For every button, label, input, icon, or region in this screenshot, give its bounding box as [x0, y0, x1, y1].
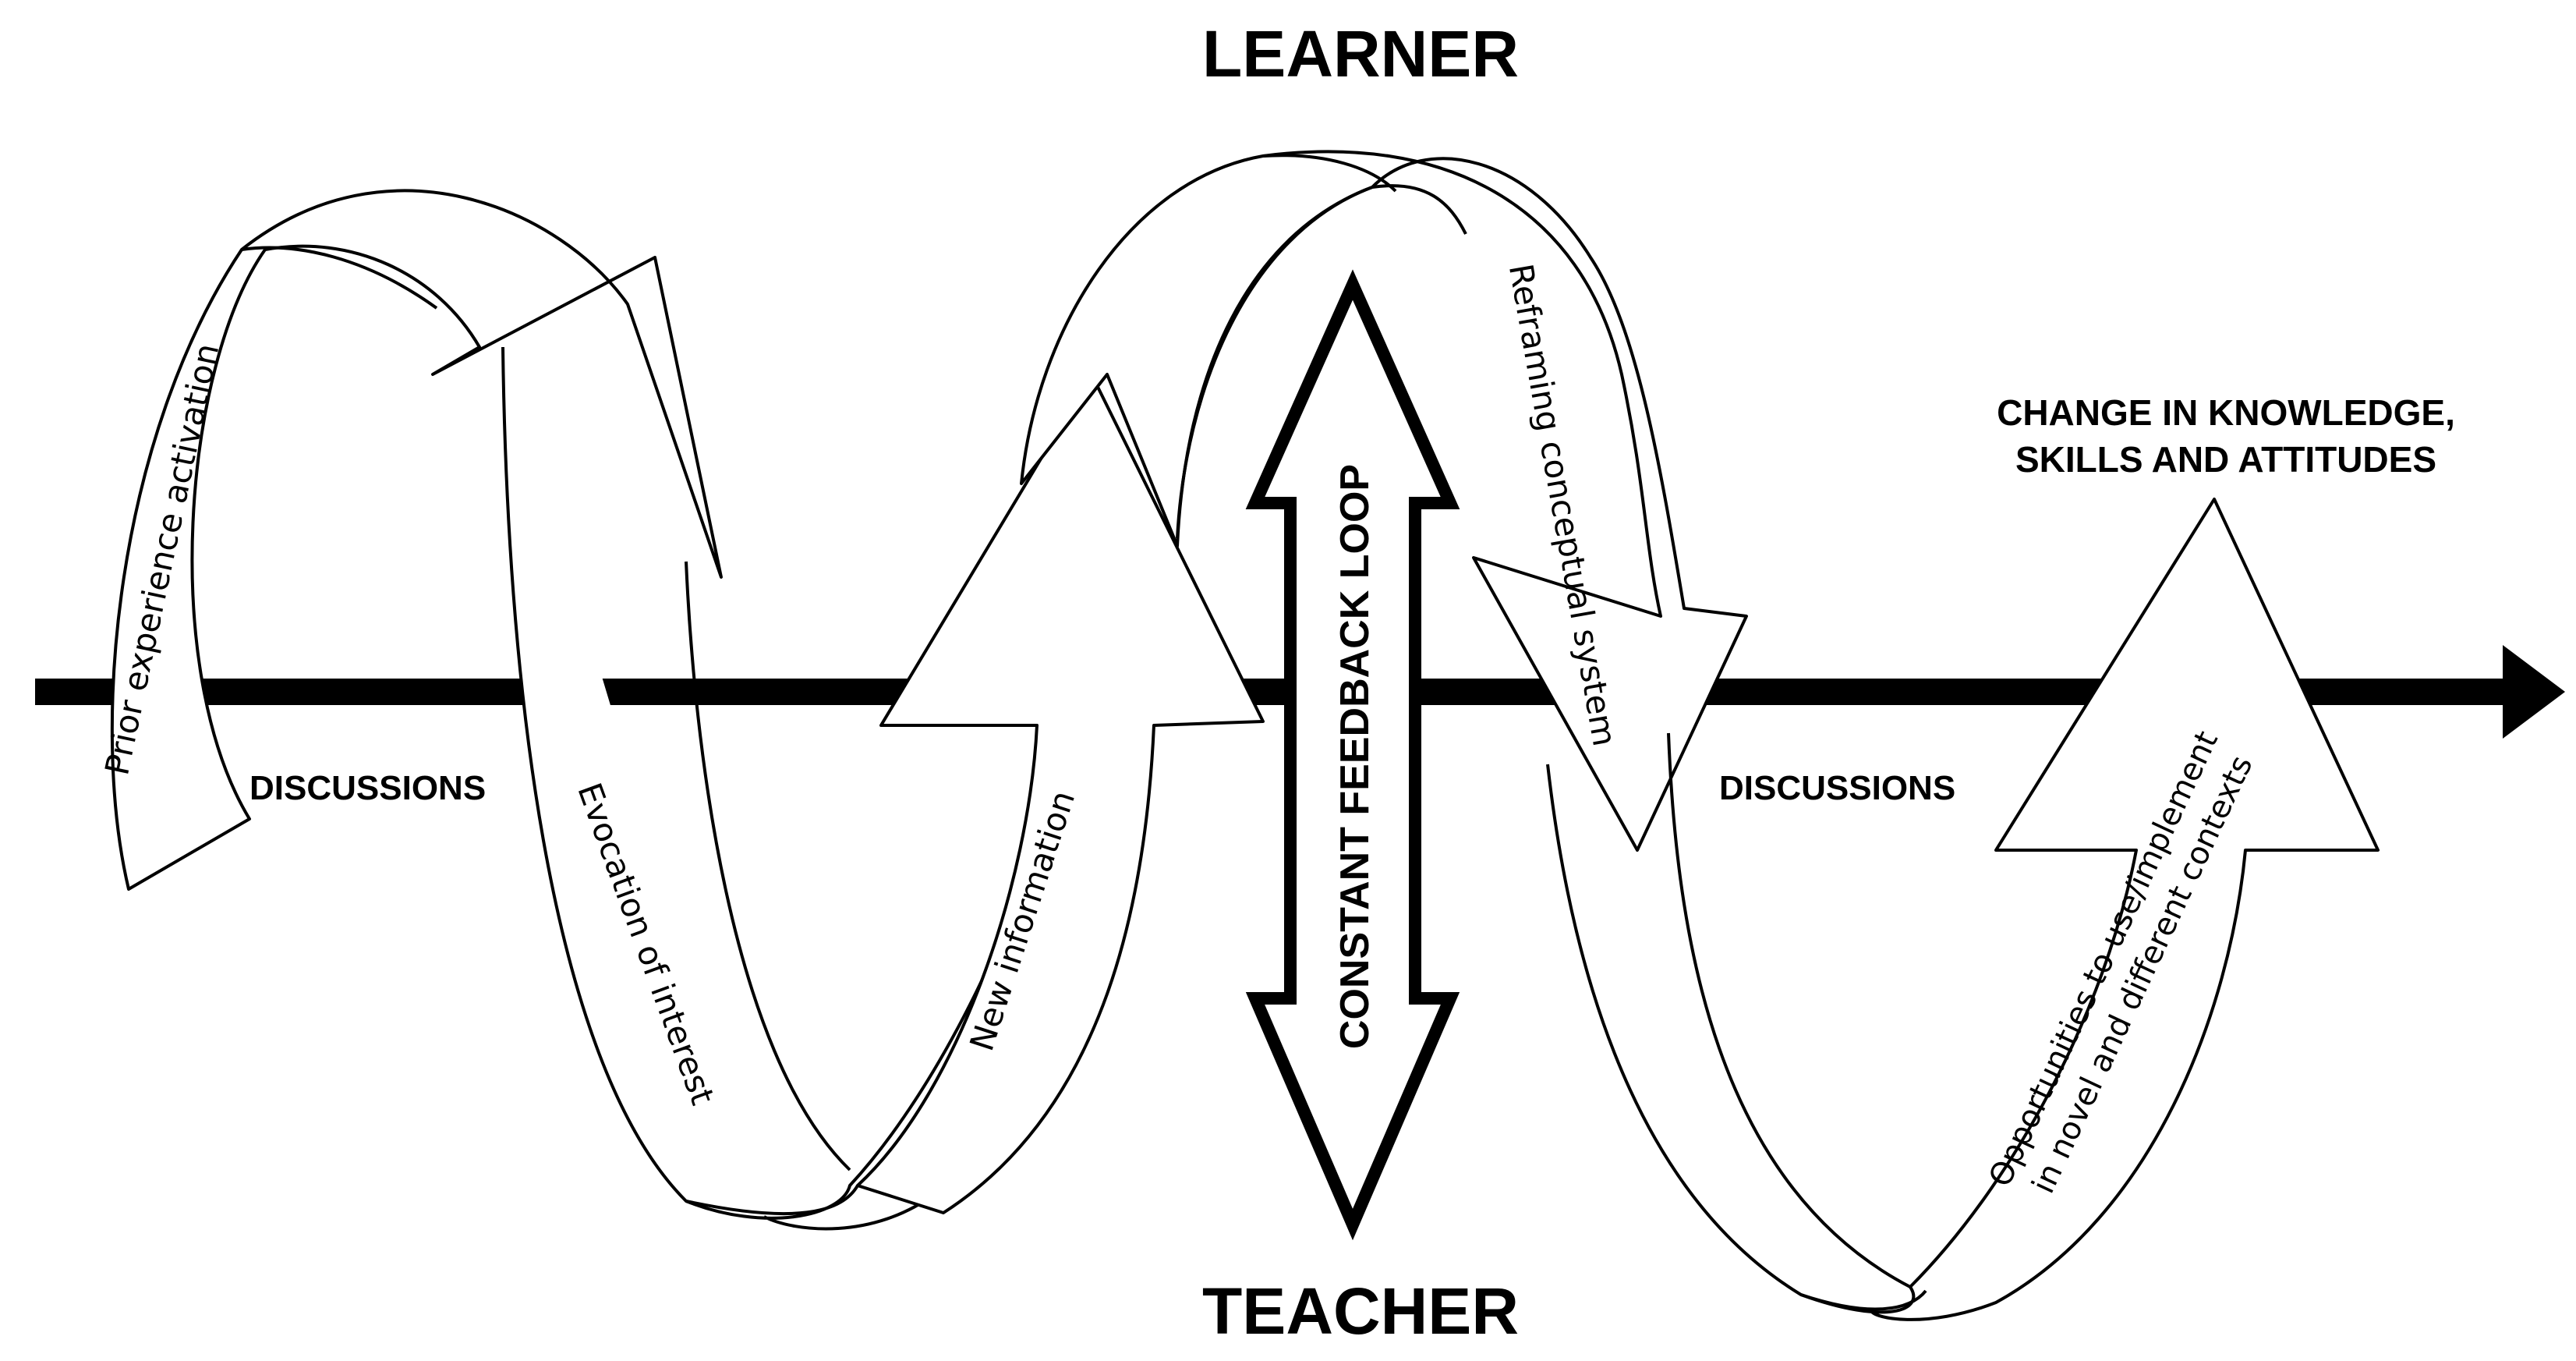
discussions-left-label: DISCUSSIONS	[249, 769, 486, 807]
feedback-loop-label: CONSTANT FEEDBACK LOOP	[1332, 464, 1378, 1049]
new-information-arrow	[856, 373, 1265, 1214]
reframing-lower-ribbon	[1546, 498, 2380, 1321]
teacher-label: TEACHER	[1202, 1274, 1519, 1348]
outcome-label-line2: SKILLS AND ATTITUDES	[2015, 439, 2436, 480]
upper-arch-ribbon	[1020, 150, 1748, 852]
learner-label: LEARNER	[1202, 17, 1519, 90]
prior-experience-ribbon	[110, 189, 723, 891]
discussions-right-label: DISCUSSIONS	[1719, 769, 1955, 807]
outcome-label-line1: CHANGE IN KNOWLEDGE,	[1997, 392, 2455, 433]
feedback-loop-arrow	[1245, 269, 1460, 1241]
